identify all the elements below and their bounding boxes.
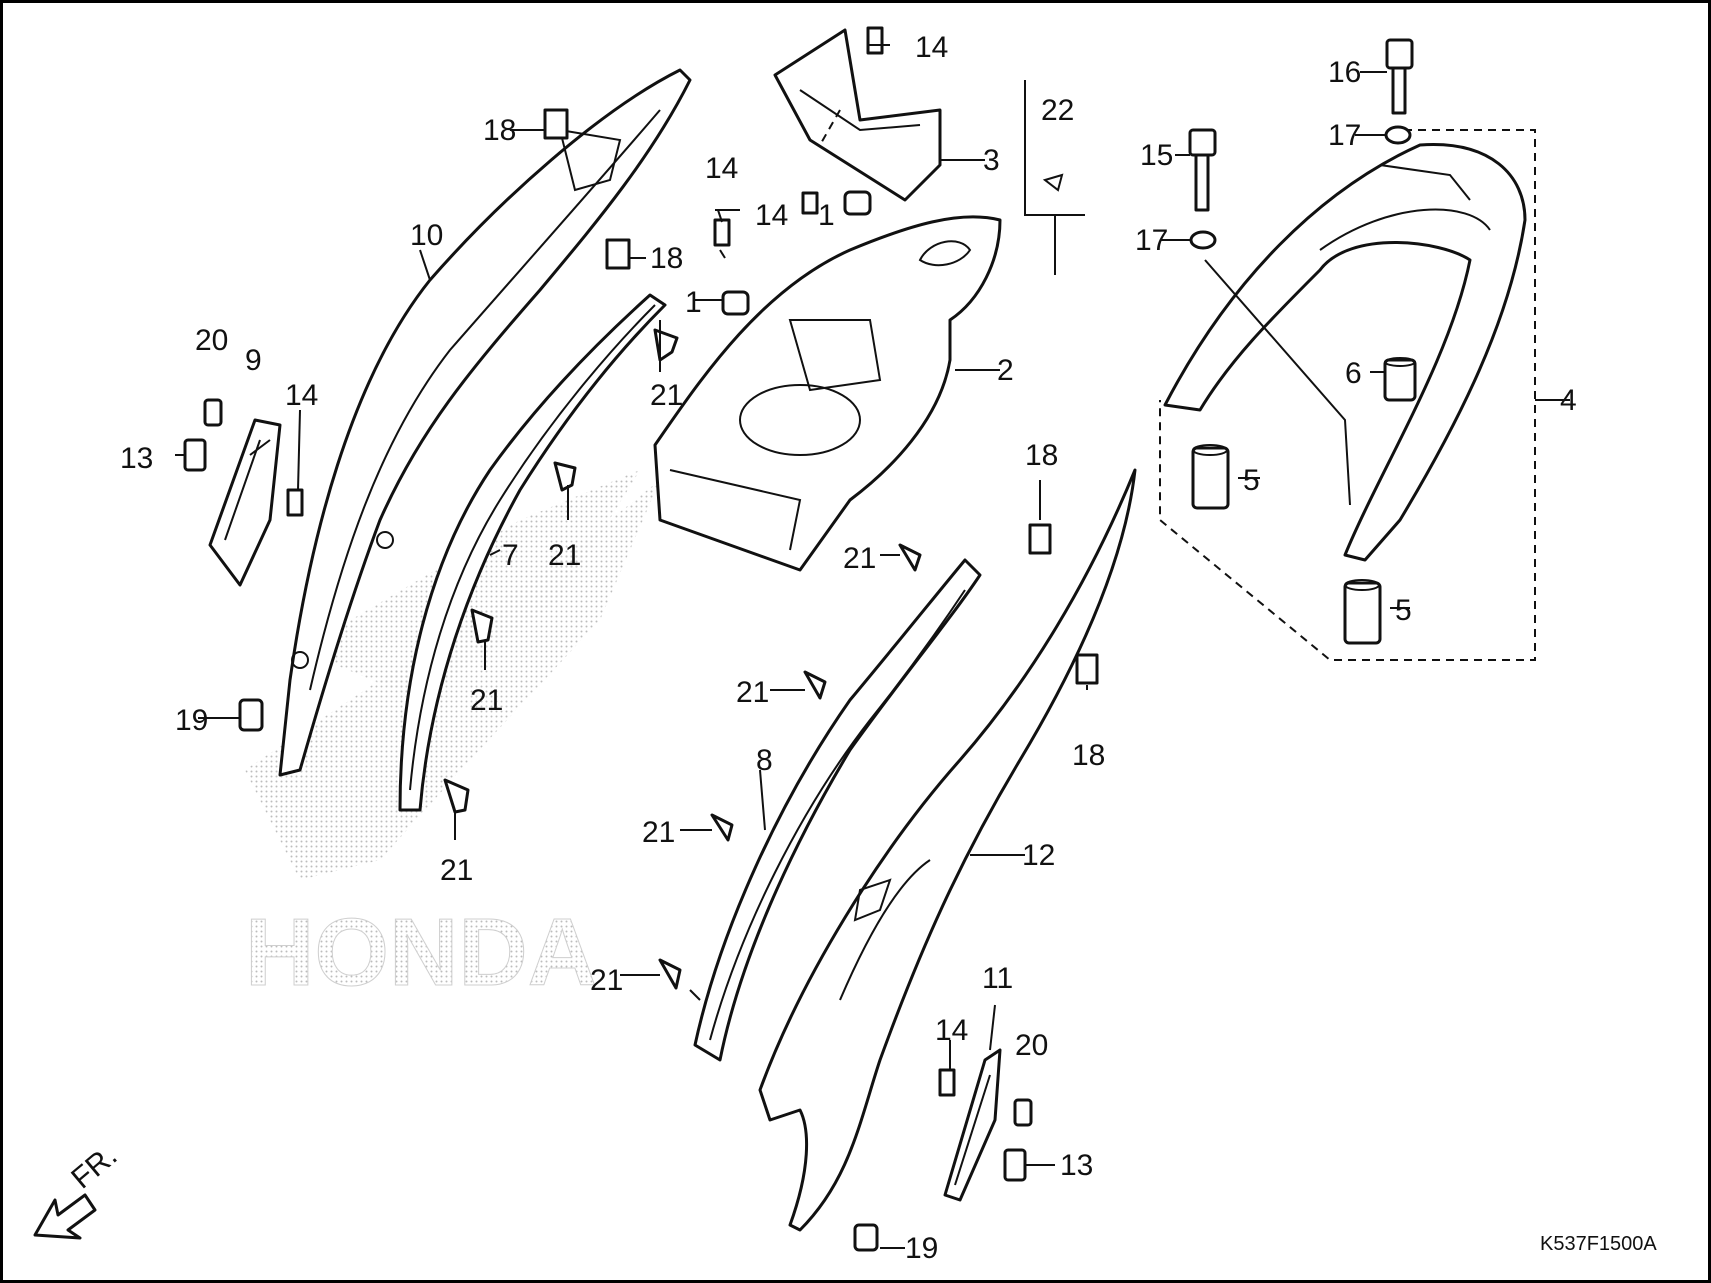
callout-10: 10 — [410, 219, 443, 252]
callout-19: 19 — [175, 704, 208, 737]
leader-lines — [175, 44, 1570, 1249]
part-6-collar — [1383, 357, 1417, 402]
part-18-nut — [543, 108, 569, 140]
callout-21: 21 — [650, 379, 683, 412]
callout-6: 6 — [1345, 357, 1362, 390]
part-21-screw — [710, 813, 734, 842]
callout-21: 21 — [736, 676, 769, 709]
callout-21: 21 — [843, 542, 876, 575]
part-7-rail — [398, 293, 667, 812]
callout-18: 18 — [483, 114, 516, 147]
callout-4: 4 — [1560, 384, 1577, 417]
callout-3: 3 — [983, 144, 1000, 177]
part-8-lower-rail — [693, 558, 982, 1062]
callout-21: 21 — [440, 854, 473, 887]
part-14-clip — [286, 488, 304, 517]
callout-18: 18 — [650, 242, 683, 275]
part-10-side-cover — [278, 68, 692, 777]
callout-21: 21 — [590, 964, 623, 997]
callout-2: 2 — [997, 354, 1014, 387]
callout-5: 5 — [1395, 594, 1412, 627]
part-18-nut — [605, 238, 631, 270]
callout-17: 17 — [1135, 224, 1168, 257]
callout-1: 1 — [818, 199, 835, 232]
callout-13: 13 — [120, 442, 153, 475]
fasteners — [183, 26, 1099, 1252]
part-3-bracket — [773, 28, 942, 202]
part-19-fastener — [853, 1223, 879, 1252]
part-21-screw — [470, 608, 494, 644]
part-5-spacer-lower — [1343, 579, 1382, 645]
part-14-clip — [866, 26, 884, 55]
callout-8: 8 — [756, 744, 773, 777]
callout-18: 18 — [1072, 739, 1105, 772]
callout-16: 16 — [1328, 56, 1361, 89]
part-21-screw — [803, 670, 827, 700]
callout-1: 1 — [685, 286, 702, 319]
part-19-fastener — [238, 698, 264, 732]
part-9-panel — [208, 418, 282, 587]
part-12-body-cover — [758, 468, 1137, 1232]
callout-22: 22 — [1041, 94, 1074, 127]
part-14-clip — [801, 191, 819, 215]
part-13-bolt — [183, 438, 207, 472]
callout-18: 18 — [1025, 439, 1058, 472]
callout-20: 20 — [1015, 1029, 1048, 1062]
part-18-nut — [1028, 523, 1052, 555]
callout-14: 14 — [705, 152, 738, 185]
callout-19: 19 — [905, 1232, 938, 1265]
callout-14: 14 — [285, 379, 318, 412]
part-21-screw — [658, 958, 682, 990]
callout-21: 21 — [548, 539, 581, 572]
part-11-panel — [943, 1048, 1002, 1202]
part-4-grab-rail — [1159, 129, 1536, 661]
callout-13: 13 — [1060, 1149, 1093, 1182]
part-20-screw — [1013, 1098, 1033, 1127]
part-21-screw — [443, 778, 470, 814]
part-17-washer-upper — [1384, 125, 1412, 145]
part-21-screw — [653, 328, 679, 362]
part-21-screw — [553, 461, 577, 492]
callout-7: 7 — [502, 539, 519, 572]
callout-14: 14 — [755, 199, 788, 232]
part-5-spacer-upper — [1191, 444, 1230, 510]
direction-label: FR. — [65, 1139, 123, 1195]
callout-9: 9 — [245, 344, 262, 377]
part-2-center-body — [653, 215, 1002, 572]
callout-21: 21 — [470, 684, 503, 717]
callout-12: 12 — [1022, 839, 1055, 872]
part-1-grommet — [721, 290, 750, 316]
callout-labels: 14 3 22 14 14 1 1 2 4 5 5 6 16 17 15 17 … — [120, 31, 1577, 1265]
part-14-clip — [713, 218, 731, 247]
part-20-screw — [203, 398, 223, 427]
part-13-bolt — [1003, 1148, 1027, 1182]
diagram-code: K537F1500A — [1540, 1233, 1657, 1255]
callout-15: 15 — [1140, 139, 1173, 172]
part-16-bolt — [1385, 38, 1414, 115]
part-21-screw — [898, 543, 922, 572]
callout-14: 14 — [935, 1014, 968, 1047]
callout-20: 20 — [195, 324, 228, 357]
watermark-text: HONDA — [245, 899, 597, 1006]
callout-5: 5 — [1243, 464, 1260, 497]
part-22-group — [1024, 80, 1085, 275]
callout-17: 17 — [1328, 119, 1361, 152]
part-14-clip — [938, 1068, 956, 1097]
part-18-nut — [1075, 653, 1099, 685]
part-1-grommet — [843, 190, 872, 216]
part-17-washer-lower — [1189, 230, 1217, 250]
part-15-bolt — [1188, 128, 1217, 212]
callout-21: 21 — [642, 816, 675, 849]
callout-11: 11 — [982, 962, 1013, 995]
front-direction-arrow: FR. — [33, 1139, 124, 1240]
callout-14: 14 — [915, 31, 948, 64]
